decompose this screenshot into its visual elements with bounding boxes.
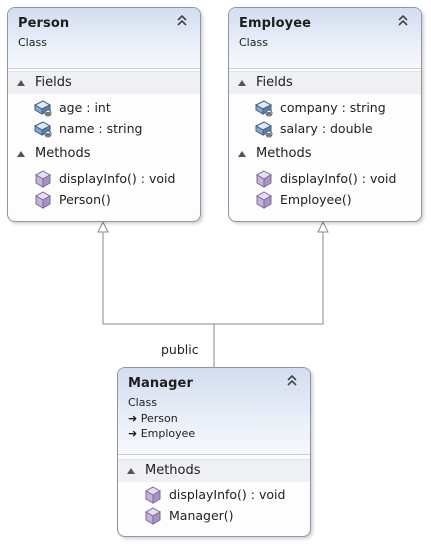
section-label: Methods [35,146,91,161]
triangle-collapse-icon [17,80,25,86]
class-header[interactable]: Person Class [8,8,200,69]
inheritance-arrow-icon: ➜ [128,412,138,425]
section-label: Fields [256,75,293,90]
inheritance-item: ➜ Employee [128,427,195,440]
inheritance-arrow-icon: ➜ [128,427,138,440]
method-icon [255,191,273,209]
inheritance-item: ➜ Person [128,412,178,425]
field-text: name : string [59,121,143,136]
connector-label: public [161,342,199,357]
field-icon [255,121,273,138]
class-header[interactable]: Manager Class ➜ Person ➜ Employee [118,368,310,455]
method-icon [144,507,162,525]
triangle-collapse-icon [17,151,25,157]
section-label: Methods [145,463,201,478]
field-icon [34,121,52,138]
triangle-collapse-icon [238,151,246,157]
inheritance-arrowhead-employee [317,220,329,233]
method-text: displayInfo() : void [59,171,176,186]
section-label: Fields [35,75,72,90]
class-box-person[interactable]: Person Class Fields age : int name : str… [7,7,201,222]
class-type: Class [128,396,157,409]
inheritance-arrowhead-person [97,220,109,233]
double-chevron-up-icon[interactable] [286,373,298,387]
class-name: Manager [128,376,193,391]
triangle-collapse-icon [127,468,135,474]
base-class-name: Employee [140,427,196,440]
field-text: salary : double [280,121,373,136]
fields-section-header[interactable]: Fields [8,71,200,94]
class-type: Class [18,36,47,49]
class-header[interactable]: Employee Class [229,8,421,69]
method-icon [34,191,52,209]
methods-section-header[interactable]: Methods [118,459,310,482]
method-icon [34,170,52,188]
field-text: company : string [280,100,386,115]
field-icon [255,100,273,117]
method-icon [255,170,273,188]
class-type: Class [239,36,268,49]
class-name: Person [18,16,70,31]
double-chevron-up-icon[interactable] [176,13,188,27]
base-class-name: Person [140,412,178,425]
methods-section-header[interactable]: Methods [8,143,200,165]
method-text: displayInfo() : void [169,487,286,502]
section-label: Methods [256,146,312,161]
field-text: age : int [59,100,111,115]
triangle-collapse-icon [238,80,246,86]
class-box-manager[interactable]: Manager Class ➜ Person ➜ Employee Method… [117,367,311,537]
class-name: Employee [239,16,312,31]
fields-section-header[interactable]: Fields [229,71,421,94]
method-icon [144,486,162,504]
method-text: displayInfo() : void [280,171,397,186]
method-text: Person() [59,192,111,207]
double-chevron-up-icon[interactable] [397,13,409,27]
method-text: Manager() [169,508,234,523]
class-box-employee[interactable]: Employee Class Fields company : string s… [228,7,422,222]
field-icon [34,100,52,117]
method-text: Employee() [280,192,352,207]
methods-section-header[interactable]: Methods [229,143,421,165]
